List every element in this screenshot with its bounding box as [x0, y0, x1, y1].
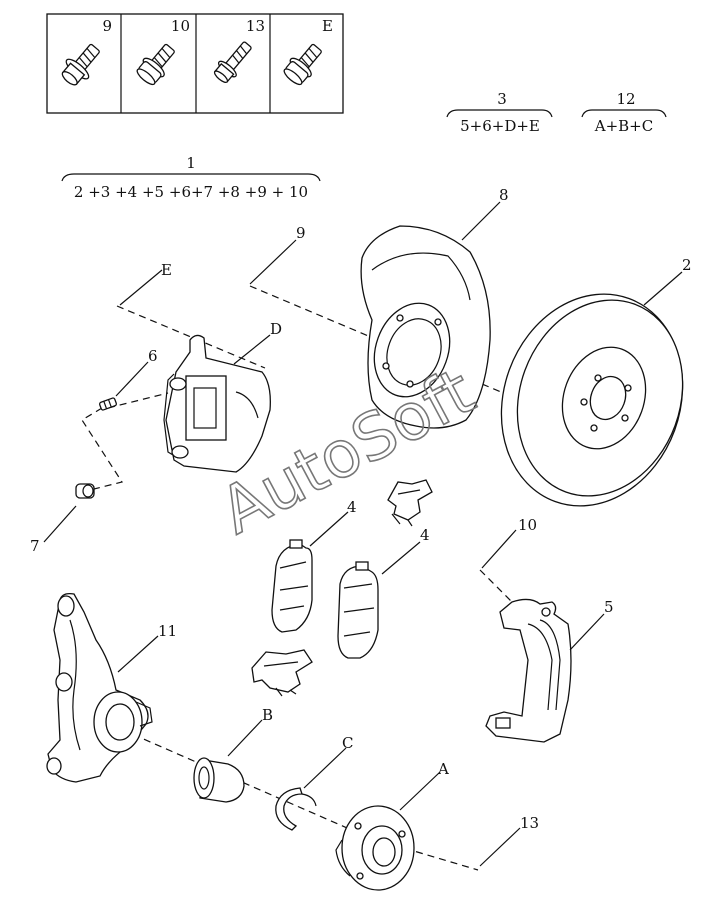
- assembly-12-number: 12: [616, 90, 635, 108]
- assembly-1-brace: [61, 173, 321, 182]
- callout-7: 7: [30, 537, 40, 555]
- leader-lines: [43, 201, 683, 867]
- bleeder-cap: [75, 483, 95, 499]
- assembly-3-brace: [446, 109, 553, 118]
- callout-B: B: [262, 706, 273, 724]
- assembly-12-components: A+B+C: [594, 117, 653, 135]
- assembly-12-group: 12 A+B+C: [581, 90, 667, 135]
- wheel-bearing: [193, 757, 245, 803]
- assembly-3-number: 3: [497, 90, 507, 108]
- brake-disc: [500, 293, 684, 507]
- callout-D: D: [270, 320, 282, 338]
- callout-5: 5: [604, 598, 614, 616]
- dust-shield: [360, 225, 491, 429]
- callout-11: 11: [158, 622, 177, 640]
- callout-E: E: [161, 261, 172, 279]
- brake-pad-inner: [271, 539, 313, 633]
- callout-8: 8: [499, 186, 509, 204]
- assembly-1-number: 1: [186, 154, 196, 172]
- pad-clip-lower: [251, 649, 313, 697]
- callout-2: 2: [682, 256, 692, 274]
- assembly-3-group: 3 5+6+D+E: [446, 90, 553, 135]
- assembly-1-components: 2 +3 +4 +5 +6+7 +8 +9 + 10: [74, 183, 308, 201]
- callout-13: 13: [520, 814, 539, 832]
- bolt-icon: [136, 43, 175, 86]
- stud-icon: [213, 41, 252, 84]
- bleeder-screw: [99, 397, 117, 411]
- callout-4-outer: 4: [420, 526, 430, 544]
- fastener-box-label-E: E: [322, 17, 333, 35]
- fastener-box-group: 9 10 13 E: [46, 13, 344, 114]
- callout-labels: 2 8 9 E D 6 7 4 4 10 5 11 B C A 13: [30, 186, 692, 832]
- assembly-1-group: 1 2 +3 +4 +5 +6+7 +8 +9 + 10: [61, 154, 321, 201]
- steering-knuckle: [46, 592, 153, 783]
- bolt-icon: [283, 43, 322, 86]
- fastener-box-label-13: 13: [246, 17, 265, 35]
- snap-ring: [275, 787, 317, 831]
- callout-4-inner: 4: [347, 498, 357, 516]
- pad-clip-upper: [387, 479, 433, 527]
- fastener-box-label-10: 10: [171, 17, 190, 35]
- caliper-body: [163, 334, 271, 473]
- callout-C: C: [342, 734, 353, 752]
- caliper-bracket: [485, 598, 572, 743]
- assembly-3-components: 5+6+D+E: [460, 117, 540, 135]
- callout-10: 10: [518, 516, 537, 534]
- fastener-box-label-9: 9: [102, 17, 112, 35]
- flange-bolt-icon: [61, 43, 100, 86]
- brake-pad-outer: [337, 561, 379, 659]
- callout-A: A: [437, 760, 449, 778]
- callout-6: 6: [148, 347, 158, 365]
- wheel-hub: [335, 805, 415, 891]
- assembly-12-brace: [581, 109, 667, 118]
- callout-9: 9: [296, 224, 306, 242]
